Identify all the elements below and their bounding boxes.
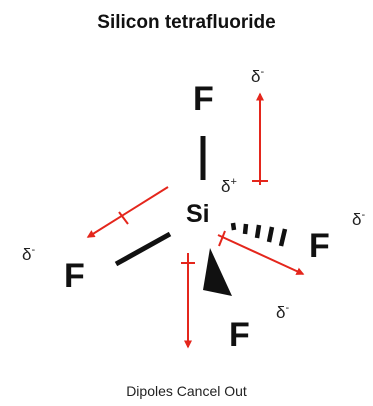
bond-right-hashed bbox=[230, 222, 288, 247]
delta-minus-right: δ- bbox=[352, 209, 365, 229]
dipole-arrow-bottom bbox=[181, 253, 195, 349]
delta-minus-left: δ- bbox=[22, 244, 35, 264]
diagram-title: Silicon tetrafluoride bbox=[97, 12, 276, 33]
dipole-arrow-top bbox=[252, 92, 268, 185]
diagram-caption: Dipoles Cancel Out bbox=[126, 383, 247, 399]
dipole-arrow-right bbox=[217, 230, 305, 275]
delta-plus-si: δ+ bbox=[221, 176, 237, 196]
fluorine-left: F bbox=[64, 257, 85, 295]
fluorine-top: F bbox=[193, 80, 214, 118]
delta-minus-bottom: δ- bbox=[276, 302, 289, 322]
dipole-arrow-left bbox=[86, 186, 169, 238]
delta-minus-top: δ- bbox=[251, 66, 264, 86]
fluorine-right: F bbox=[309, 227, 330, 265]
silicon-center: Si bbox=[186, 200, 210, 228]
bond-wedge bbox=[203, 248, 232, 296]
bond-left bbox=[114, 231, 172, 267]
fluorine-bottom: F bbox=[229, 316, 250, 354]
